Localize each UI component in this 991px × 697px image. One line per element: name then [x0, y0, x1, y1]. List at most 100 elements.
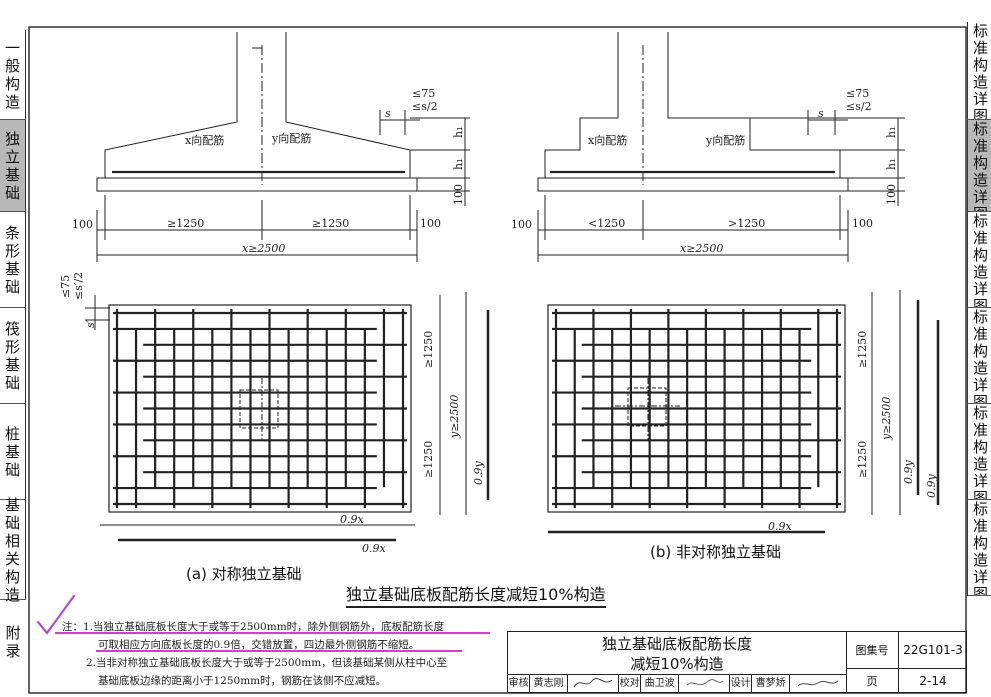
label-y-rebar: y向配筋 — [706, 134, 746, 147]
section-a — [85, 32, 490, 542]
design-name: 曹梦娇 — [752, 675, 790, 692]
column-left-edge — [104, 32, 238, 178]
label-plan-bottom: ≥1250 — [422, 440, 435, 478]
tab-foundation-related[interactable]: 基础相关构造 — [0, 496, 26, 604]
cushion-layer — [96, 177, 418, 192]
title-line-1: 独立基础底板配筋长度 — [601, 634, 752, 653]
label-plan-09y: 0.9y — [472, 461, 485, 485]
label-100-b: 100 — [885, 184, 898, 205]
tab-isolated-foundation[interactable]: 独立基础 — [0, 120, 26, 212]
label-plan-top: ≥1250 — [856, 330, 869, 368]
note-line-3: 2.当非对称独立基础底板长度大于或等于2500mm，但该基础某侧从柱中心至 — [86, 657, 448, 669]
review-signature — [568, 675, 619, 692]
label-plan-bottom: ≥1250 — [856, 440, 869, 478]
tab-label: 筏形基础 — [4, 319, 20, 392]
review-name: 黄志刚 — [530, 675, 568, 692]
label-plan-y: y≥2500 — [880, 396, 893, 440]
check-label: 校对 — [619, 675, 642, 692]
check-signature — [679, 675, 730, 692]
label-h1: h₁ — [885, 126, 898, 139]
atlas-label: 图集号 — [855, 644, 889, 657]
right-tab-standard-4[interactable]: 标准构造详图 — [967, 308, 991, 404]
right-tab-standard-2[interactable]: 标准构造详图 — [967, 120, 991, 212]
label-dim-left: <1250 — [588, 217, 626, 230]
column-right-edge — [667, 32, 841, 178]
tab-strip-foundation[interactable]: 条形基础 — [0, 212, 26, 308]
label-plan-s: s′ — [84, 319, 97, 328]
tab-label: 附录 — [5, 624, 21, 660]
tab-pile-foundation[interactable]: 桩基础 — [0, 404, 26, 500]
label-h1b: h₁ — [885, 158, 898, 171]
signature-row: 审核 黄志刚 校对 曲卫波 设计 曹梦娇 — [508, 675, 846, 692]
label-100-left: 100 — [511, 218, 532, 231]
tab-label: 桩基础 — [4, 424, 20, 479]
tab-general-construction[interactable]: 一般构造 — [0, 30, 26, 120]
right-tab-standard-6[interactable]: 标准构造详图 — [967, 500, 991, 596]
section-b — [537, 32, 940, 534]
tab-raft-foundation[interactable]: 筏形基础 — [0, 308, 26, 404]
right-tab-standard-3[interactable]: 标准构造详图 — [967, 212, 991, 308]
tab-appendix[interactable]: 附录 — [0, 612, 26, 672]
right-tab-standard-5[interactable]: 标准构造详图 — [967, 404, 991, 500]
label-dim-total: x≥2500 — [680, 242, 724, 255]
column-left-edge — [544, 32, 619, 178]
plan-outline-b — [547, 304, 846, 513]
label-s: s — [385, 107, 391, 120]
checkmark-icon — [36, 594, 76, 635]
column-right-edge — [285, 32, 411, 178]
caption-b: (b) 非对称独立基础 — [650, 543, 781, 561]
label-cover-s2: ≤s/2 — [846, 100, 872, 113]
label-plan-09y-a: 0.9y — [902, 460, 915, 484]
tab-label: 标准构造详图 — [973, 212, 989, 308]
tab-label: 标准构造详图 — [973, 500, 989, 596]
label-plan-09x: 0.9x — [768, 520, 792, 533]
label-cover-75: ≤75 — [846, 87, 870, 100]
design-signature — [790, 675, 846, 692]
label-plan-09y-b: 0.9y — [925, 474, 938, 498]
tab-label: 标准构造详图 — [973, 308, 989, 404]
label-plan-09x-b: 0.9x — [362, 542, 386, 555]
review-label: 审核 — [508, 675, 531, 692]
title-line-2: 减短10%构造 — [630, 655, 724, 673]
check-name: 曲卫波 — [641, 675, 679, 692]
plan-outline-a — [108, 304, 412, 513]
note-line-4: 基础底板边缘的距离小于1250mm时，钢筋在该侧不应减短。 — [98, 675, 387, 687]
page-value: 2-14 — [919, 673, 947, 688]
right-tab-standard-1[interactable]: 标准构造详图 — [967, 22, 991, 120]
label-plan-top: ≥1250 — [422, 330, 435, 368]
note-line-2: 可取相应方向底板长度的0.9倍，交错放置，四边最外侧钢筋不缩短。 — [98, 639, 420, 651]
label-plan-09x-a: 0.9x — [340, 513, 364, 526]
label-h1: h₁ — [452, 126, 465, 139]
label-plan-y: y≥2500 — [448, 394, 461, 438]
tab-label: 标准构造详图 — [973, 22, 989, 120]
label-dim-right: >1250 — [728, 217, 766, 230]
tab-label: 标准构造详图 — [973, 404, 989, 500]
label-cover-75: ≤75 — [412, 87, 436, 100]
label-100-left: 100 — [72, 218, 93, 231]
label-dim-total: x≥2500 — [242, 242, 286, 255]
tab-label: 条形基础 — [4, 223, 20, 296]
label-y-rebar: y向配筋 — [272, 132, 312, 145]
tab-label: 基础相关构造 — [4, 495, 20, 604]
caption-a: (a) 对称独立基础 — [186, 565, 302, 583]
label-cover-s2: ≤s/2 — [412, 100, 438, 113]
tab-label: 标准构造详图 — [973, 120, 989, 212]
note-line-1: 注：1.当独立基础底板长度大于或等于2500mm时，除外侧钢筋外，底板配筋长度 — [62, 621, 445, 633]
label-x-rebar: x向配筋 — [185, 134, 225, 147]
label-dim-right: ≥1250 — [312, 217, 350, 230]
label-100-right: 100 — [420, 217, 441, 230]
tab-label: 一般构造 — [4, 38, 20, 111]
sheet-frame — [28, 26, 967, 694]
rebar-grid-a — [113, 309, 407, 508]
rebar-grid-b — [552, 309, 841, 508]
label-plan-cover-75: ≤75 — [59, 274, 72, 298]
title-block: 独立基础底板配筋长度 减短10%构造 图集号 22G101-3 页 2-14 审… — [507, 631, 967, 693]
label-x-rebar: x向配筋 — [588, 134, 628, 147]
tab-label: 独立基础 — [4, 129, 20, 202]
label-100-right: 100 — [852, 217, 873, 230]
page-label: 页 — [866, 674, 878, 688]
label-h1b: h₁ — [452, 158, 465, 171]
label-100-b: 100 — [452, 184, 465, 205]
label-plan-cover-s2: ≤s′/2 — [72, 271, 85, 300]
